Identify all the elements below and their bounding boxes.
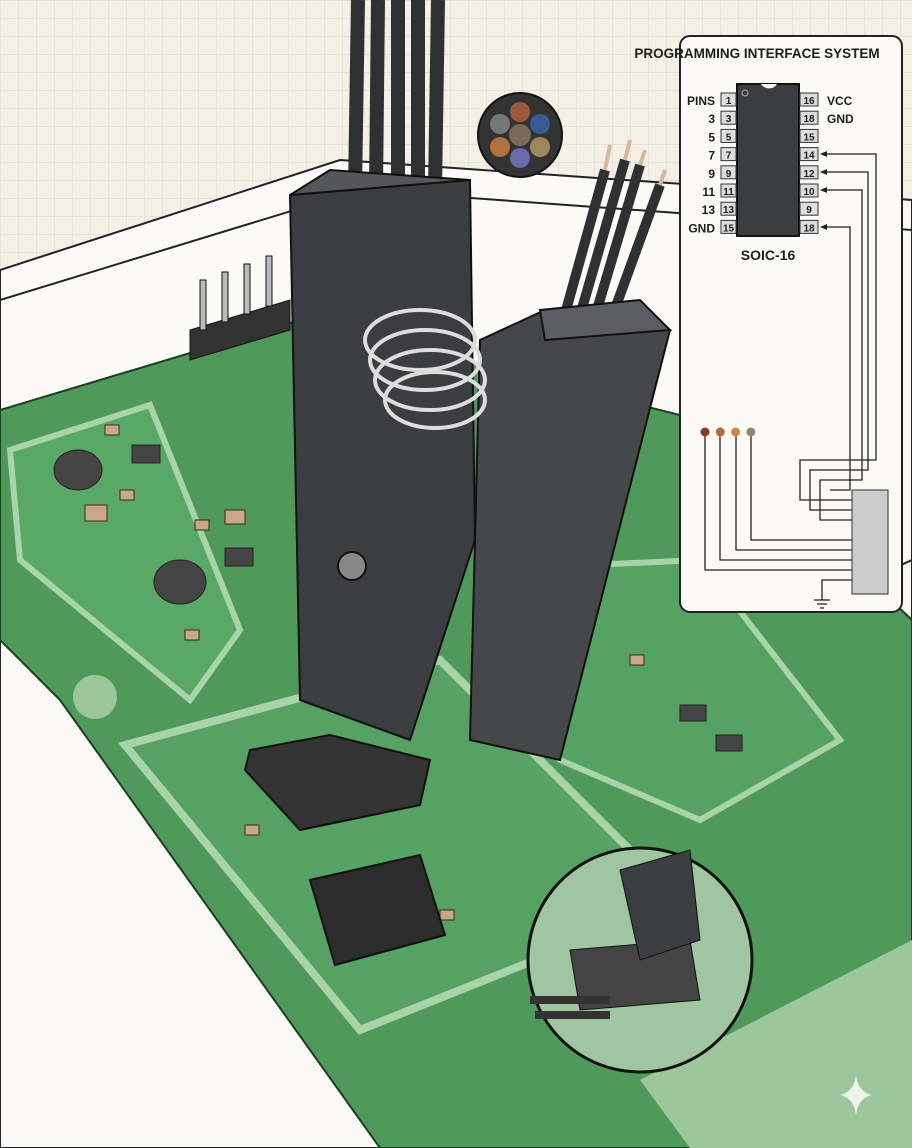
wire-dot	[746, 427, 756, 437]
right-pin-number: 9	[806, 205, 812, 216]
wire-dot	[731, 427, 741, 437]
soic-chip-body	[736, 83, 800, 237]
left-pin	[720, 92, 737, 107]
cable-cross-section	[477, 92, 563, 178]
left-pin-number: 9	[726, 169, 732, 180]
spring	[363, 308, 487, 430]
ribbon-cable	[348, 0, 445, 191]
right-pin-number: 10	[803, 187, 815, 198]
left-pin-label: PINS	[687, 94, 715, 108]
left-pin	[720, 110, 737, 125]
panel-title: PROGRAMMING INTERFACE SYSTEM	[634, 46, 879, 61]
left-pin-label: 11	[702, 185, 715, 199]
left-pin-number: 3	[726, 114, 732, 125]
arrows	[820, 151, 827, 230]
connector-header	[851, 489, 889, 595]
left-pin-label: 3	[708, 112, 715, 126]
soic-test-clip	[243, 168, 673, 832]
left-pin	[720, 201, 737, 216]
right-pin	[799, 92, 819, 107]
sparkle-icon	[840, 1075, 872, 1115]
right-pin	[799, 165, 819, 180]
left-pin	[720, 147, 737, 162]
left-pin-number: 7	[726, 151, 732, 162]
left-pin-number: 5	[726, 132, 732, 143]
left-pin-number: 11	[723, 187, 734, 198]
left-pin-label: 5	[708, 130, 715, 144]
left-pin-number: 15	[723, 223, 735, 234]
left-pin	[720, 183, 737, 198]
left-pin-label: 7	[708, 149, 715, 163]
right-pin-number: 15	[803, 132, 815, 143]
right-pin-number: 16	[803, 96, 815, 107]
left-pin	[720, 219, 737, 234]
wire-dot	[700, 427, 710, 437]
left-pin-label: GND	[688, 221, 715, 235]
wire-color-dots	[700, 427, 756, 437]
left-pin	[720, 165, 737, 180]
right-pin-number: 12	[803, 169, 815, 180]
package-label: SOIC-16	[741, 247, 796, 263]
left-pin-label: 9	[708, 167, 715, 181]
right-pin-label: VCC	[827, 94, 853, 108]
pinout-panel: PROGRAMMING INTERFACE SYSTEM SOIC-16 1 PI…	[634, 35, 903, 613]
right-pin	[799, 219, 819, 234]
right-pin-number: 14	[803, 151, 815, 162]
right-pin-label: GND	[827, 112, 854, 126]
pin-header	[189, 255, 291, 361]
right-pin	[799, 201, 819, 216]
right-pin	[799, 147, 819, 162]
right-pin-number: 18	[803, 223, 815, 234]
left-pin-label: 13	[702, 203, 716, 217]
right-pin	[799, 183, 819, 198]
left-pin	[720, 128, 737, 143]
ic-chip	[308, 853, 447, 967]
right-pin	[799, 110, 819, 125]
right-pin	[799, 128, 819, 143]
right-pin-number: 18	[803, 114, 815, 125]
wire-dot	[715, 427, 725, 437]
wiring	[704, 153, 877, 609]
left-pin-number: 13	[723, 205, 735, 216]
detail-inset	[526, 846, 754, 1074]
left-pin-number: 1	[726, 96, 732, 107]
